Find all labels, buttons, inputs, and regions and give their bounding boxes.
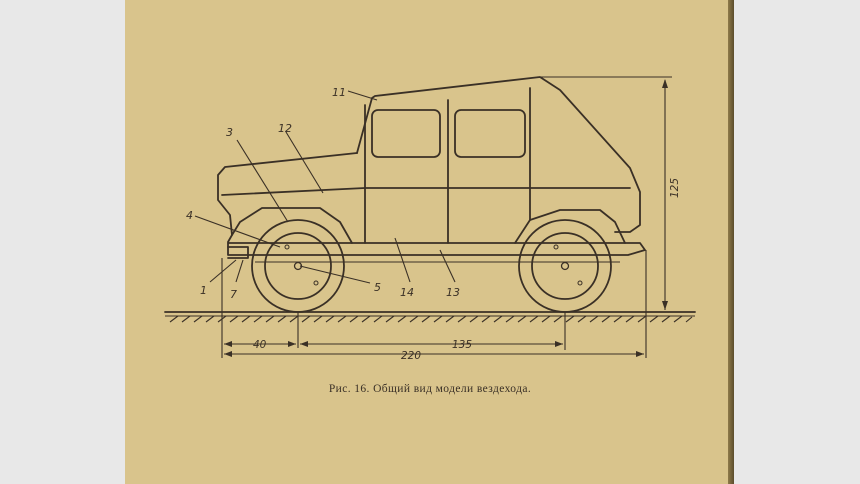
- height-dimension: 125: [540, 76, 681, 310]
- rear-window: [454, 109, 526, 158]
- callout-12: 12: [278, 122, 292, 135]
- rear-wheel: [518, 219, 612, 313]
- callout-14: 14: [400, 286, 414, 299]
- scanned-page: [125, 0, 732, 484]
- callout-labels: 11 12 3 4 5 14 13 1 7: [186, 86, 460, 301]
- callout-11: 11: [332, 86, 346, 99]
- height-label: 125: [669, 178, 681, 198]
- callout-5: 5: [374, 281, 381, 294]
- ground: [164, 311, 696, 323]
- callout-7: 7: [230, 288, 237, 301]
- overall-length-label: 220: [401, 350, 421, 362]
- callout-4: 4: [186, 209, 193, 222]
- page-edge: [728, 0, 734, 484]
- horizontal-dimensions: 40 135 220: [221, 250, 647, 362]
- wheelbase-label: 135: [452, 339, 472, 351]
- callout-3: 3: [226, 126, 233, 139]
- callout-1: 1: [200, 284, 207, 297]
- figure-caption: Рис. 16. Общий вид модели вездехода.: [328, 383, 532, 395]
- front-offset-label: 40: [253, 339, 267, 351]
- front-wheel: [251, 219, 345, 313]
- callout-13: 13: [446, 286, 460, 299]
- vehicle-body: [217, 76, 646, 263]
- callout-leaders: [194, 90, 456, 284]
- front-window: [371, 109, 441, 158]
